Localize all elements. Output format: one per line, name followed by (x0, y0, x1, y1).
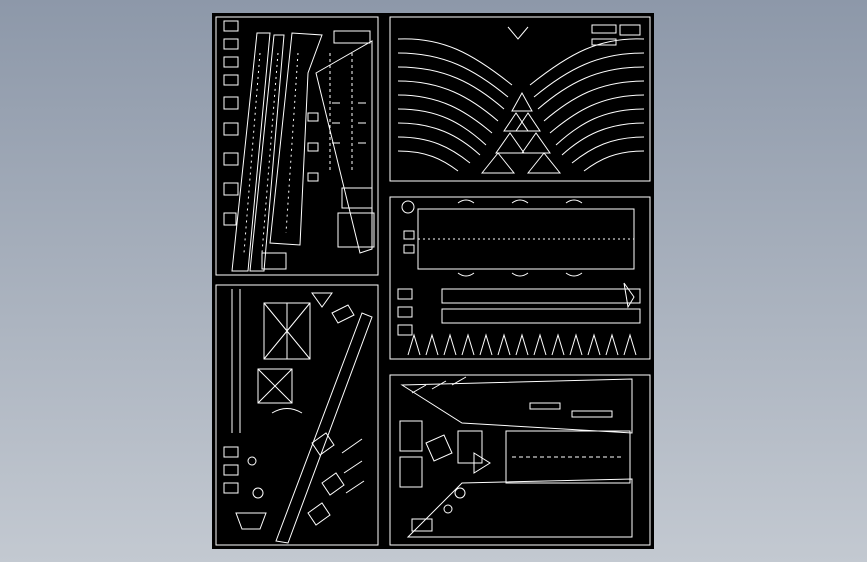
fuselage-window (505, 430, 631, 484)
gusset (495, 132, 525, 154)
small-part (223, 56, 239, 68)
rudder-part (457, 430, 483, 464)
tick-lines (411, 376, 467, 394)
cad-drawing (215, 16, 651, 546)
label-box (261, 252, 287, 270)
tail-fin (425, 434, 453, 462)
fan-strip (397, 80, 499, 122)
fan-strip (561, 122, 645, 156)
gusset (503, 112, 529, 132)
fan-strip (533, 52, 645, 98)
strip-part (619, 24, 641, 36)
small-parts (223, 446, 239, 494)
small-parts (397, 288, 413, 336)
fuselage-bottom (406, 478, 633, 538)
gusset (526, 152, 562, 174)
wheel-part (443, 504, 453, 514)
small-part (223, 74, 239, 86)
hook-part (623, 282, 635, 309)
ring-part (401, 200, 415, 214)
strip-parts (529, 402, 613, 418)
clip-part (311, 292, 333, 308)
small-part (223, 38, 239, 50)
tail-part (399, 456, 423, 488)
arc-part (271, 408, 303, 414)
spar-clips (457, 272, 583, 277)
long-strut (275, 312, 373, 544)
panel-border (215, 16, 379, 276)
small-part (223, 20, 239, 32)
strip-parts (591, 24, 617, 46)
stringer (441, 308, 641, 324)
fan-strip (397, 122, 481, 156)
fan-strip (397, 66, 505, 110)
fan-strip (571, 136, 645, 164)
wheel-part (454, 487, 466, 499)
rib-row (407, 333, 637, 356)
part-tab (333, 30, 371, 44)
cross-lines (257, 368, 293, 404)
gusset (511, 91, 533, 112)
part-block (341, 187, 373, 209)
stringer (441, 288, 641, 304)
spar-main (417, 208, 635, 270)
tail-part (399, 420, 423, 452)
spar-clips (457, 199, 583, 204)
fan-strip (397, 150, 459, 172)
panel-border (215, 284, 379, 546)
gusset (515, 112, 541, 132)
gusset (480, 152, 516, 174)
base-part (235, 512, 267, 530)
rib-line (261, 52, 279, 254)
cross-frame (257, 368, 293, 404)
fan-strip (397, 52, 509, 98)
fuselage-top (400, 378, 633, 434)
small-parts (403, 230, 415, 254)
panel-bottom-left[interactable] (215, 284, 379, 546)
fuselage-panel (315, 40, 373, 254)
fan-strip (529, 38, 645, 86)
bracket-part (337, 212, 375, 248)
rib-line (285, 52, 299, 234)
panel-border (389, 196, 651, 360)
tab-parts (307, 112, 319, 182)
angle-part (331, 304, 355, 324)
tick-marks (332, 102, 366, 144)
panel-bottom-right[interactable] (389, 374, 651, 546)
wing-strip (249, 34, 285, 272)
small-part (223, 182, 239, 196)
fan-strip (397, 38, 513, 86)
truss-lines (263, 302, 311, 360)
fan-strip (397, 94, 493, 134)
elevator-part (473, 452, 491, 474)
fan-strip (537, 66, 645, 110)
brace-lines (341, 438, 365, 494)
fan-strip (397, 108, 487, 146)
fan-strip (549, 94, 645, 134)
fuselage-side (269, 32, 323, 246)
panel-top-left[interactable] (215, 16, 379, 276)
gusset (521, 132, 551, 154)
panel-border (389, 16, 651, 182)
round-part (247, 456, 257, 466)
small-part (223, 152, 239, 166)
fan-strip (397, 136, 471, 164)
top-clip (507, 26, 529, 40)
round-part (252, 487, 264, 499)
small-part (223, 96, 239, 110)
scattered-parts (307, 432, 345, 526)
block-part (411, 518, 433, 532)
drawing-sheet (212, 13, 654, 549)
wing-strip (231, 32, 271, 272)
fan-strip (555, 108, 645, 146)
small-part (223, 122, 239, 136)
fan-strip (543, 80, 645, 122)
panel-mid-right[interactable] (389, 196, 651, 360)
panel-border (389, 374, 651, 546)
small-part (223, 212, 237, 226)
panel-top-right[interactable] (389, 16, 651, 182)
fan-strip (583, 150, 645, 172)
